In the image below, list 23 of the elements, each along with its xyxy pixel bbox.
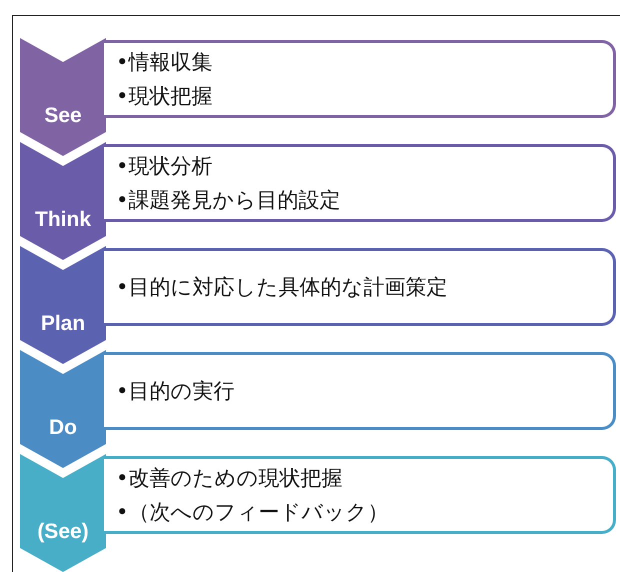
bullet-item: •改善のための現状把握 bbox=[116, 465, 342, 492]
bullet-item: •情報収集 bbox=[116, 49, 212, 76]
chevron-step bbox=[20, 350, 106, 468]
chevron-step bbox=[20, 454, 106, 572]
step-label: Do bbox=[48, 416, 78, 440]
bullet-item: •（次へのフィードバック） bbox=[116, 499, 388, 526]
chevron-step bbox=[20, 38, 106, 156]
content-box bbox=[104, 352, 616, 430]
content-box bbox=[104, 456, 616, 534]
bullet-item: •現状把握 bbox=[116, 83, 212, 110]
step-label: (See) bbox=[36, 520, 90, 544]
step-label: See bbox=[43, 104, 83, 128]
content-box bbox=[104, 144, 616, 222]
bullet-item: •目的の実行 bbox=[116, 378, 234, 405]
content-box bbox=[104, 248, 616, 326]
chevron-step bbox=[20, 246, 106, 364]
step-label: Plan bbox=[40, 312, 86, 336]
bullet-item: •目的に対応した具体的な計画策定 bbox=[116, 274, 448, 301]
chevron-step bbox=[20, 142, 106, 260]
step-label: Think bbox=[34, 208, 92, 232]
content-box bbox=[104, 40, 616, 118]
bullet-item: •現状分析 bbox=[116, 153, 212, 180]
bullet-item: •課題発見から目的設定 bbox=[116, 187, 340, 214]
